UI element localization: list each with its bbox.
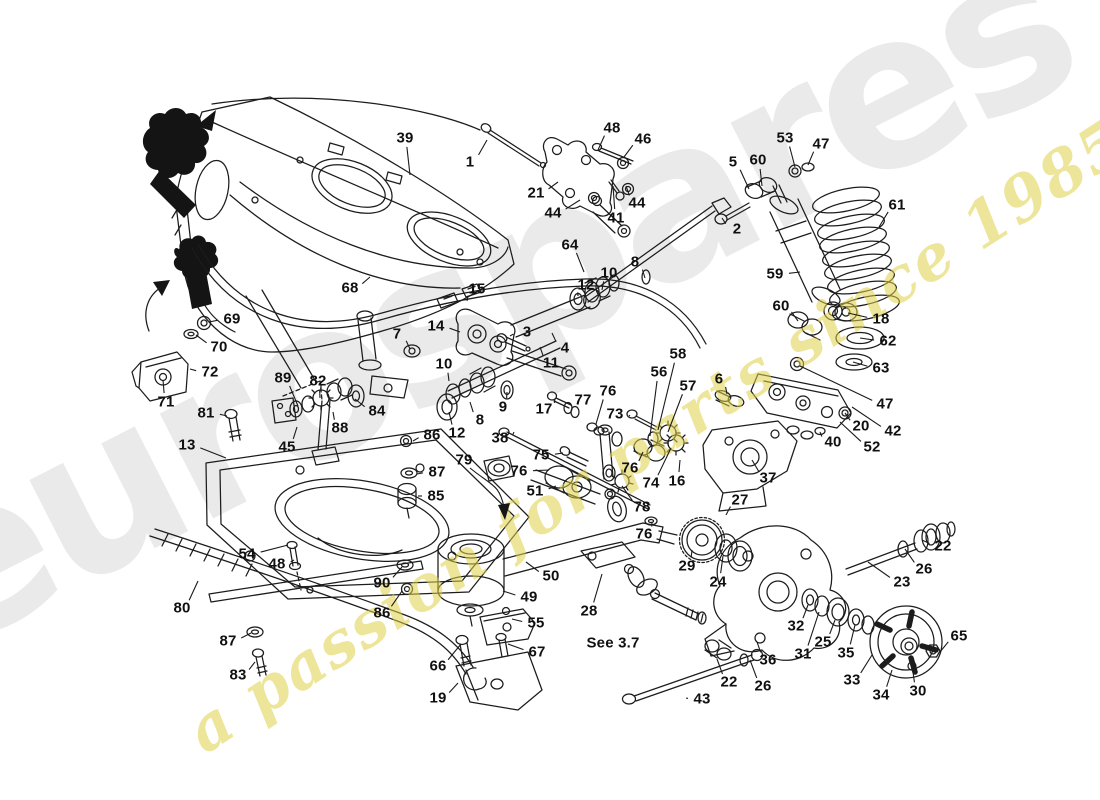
mounting-grommets <box>142 108 219 309</box>
radius-arms <box>149 528 543 711</box>
damper-spring-assembly <box>584 162 900 372</box>
arrow-icon <box>196 110 216 131</box>
drop-link-right <box>483 409 689 526</box>
arrow-icon <box>153 280 170 296</box>
halfshaft <box>580 541 707 625</box>
upper-mount-bracket <box>480 123 635 238</box>
subframe-plate <box>131 315 530 600</box>
anti-roll-bar <box>191 243 707 349</box>
hub-carrier-assembly <box>621 516 956 705</box>
trailing-arm <box>437 522 678 691</box>
curved-arrow <box>145 287 161 332</box>
toe-link-plate <box>702 373 852 512</box>
